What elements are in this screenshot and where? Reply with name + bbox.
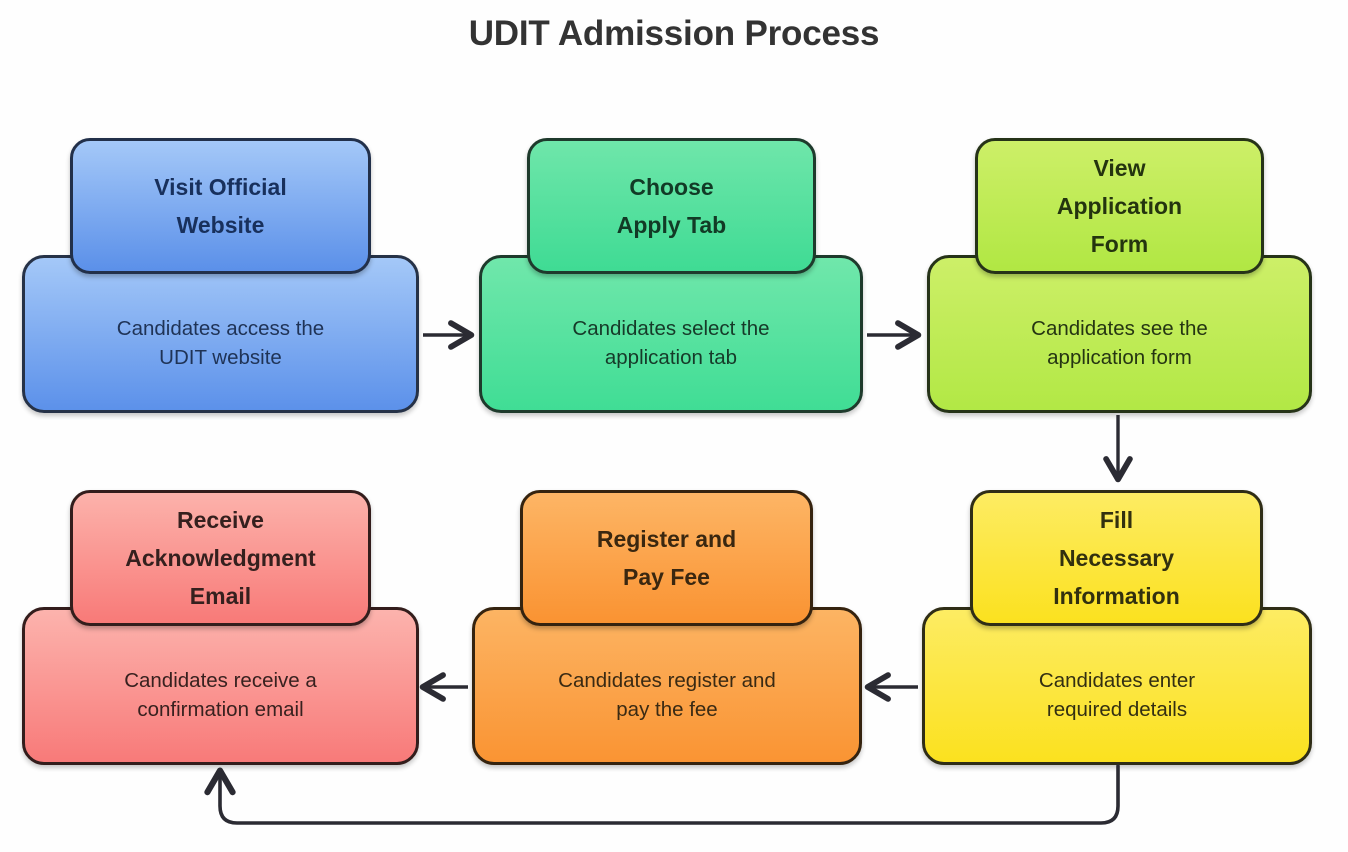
flow-node-header: View Application Form — [975, 138, 1264, 274]
flow-node-description: Candidates enter required details — [1038, 669, 1196, 721]
edge-step4-step6-loop — [204, 764, 1120, 825]
flow-node-title: Register and Pay Fee — [596, 526, 737, 590]
flow-node-description: Candidates select the application tab — [572, 317, 770, 369]
flow-node-body: Candidates see the application form — [927, 255, 1312, 413]
flow-node-description: Candidates see the application form — [1031, 317, 1208, 369]
flow-node-header: Receive Acknowledgment Email — [70, 490, 371, 626]
flow-node-title: View Application Form — [1056, 155, 1183, 257]
flow-node-title: Choose Apply Tab — [616, 174, 727, 238]
flow-node-title: Fill Necessary Information — [1053, 507, 1180, 609]
flow-node-step2[interactable]: Candidates select the application tab Ch… — [479, 138, 863, 413]
flow-node-body: Candidates enter required details — [922, 607, 1312, 765]
flow-node-body: Candidates access the UDIT website — [22, 255, 419, 413]
flow-node-step1[interactable]: Candidates access the UDIT website Visit… — [22, 138, 419, 413]
flow-node-step3[interactable]: Candidates see the application form View… — [927, 138, 1312, 413]
flow-node-description: Candidates register and pay the fee — [558, 669, 776, 721]
flow-node-title: Receive Acknowledgment Email — [125, 507, 316, 609]
flow-node-description: Candidates receive a confirmation email — [124, 669, 317, 721]
flow-node-header: Fill Necessary Information — [970, 490, 1263, 626]
page-title: UDIT Admission Process — [468, 14, 880, 53]
flow-node-step5[interactable]: Candidates register and pay the fee Regi… — [472, 490, 862, 765]
flow-node-body: Candidates register and pay the fee — [472, 607, 862, 765]
flow-node-header: Choose Apply Tab — [527, 138, 816, 274]
flow-node-header: Register and Pay Fee — [520, 490, 813, 626]
flow-node-step6[interactable]: Candidates receive a confirmation email … — [22, 490, 419, 765]
flow-node-body: Candidates select the application tab — [479, 255, 863, 413]
flow-node-header: Visit Official Website — [70, 138, 371, 274]
flow-node-step4[interactable]: Candidates enter required details Fill N… — [922, 490, 1312, 765]
flow-node-body: Candidates receive a confirmation email — [22, 607, 419, 765]
flow-node-description: Candidates access the UDIT website — [116, 317, 325, 369]
flow-node-title: Visit Official Website — [154, 174, 287, 238]
